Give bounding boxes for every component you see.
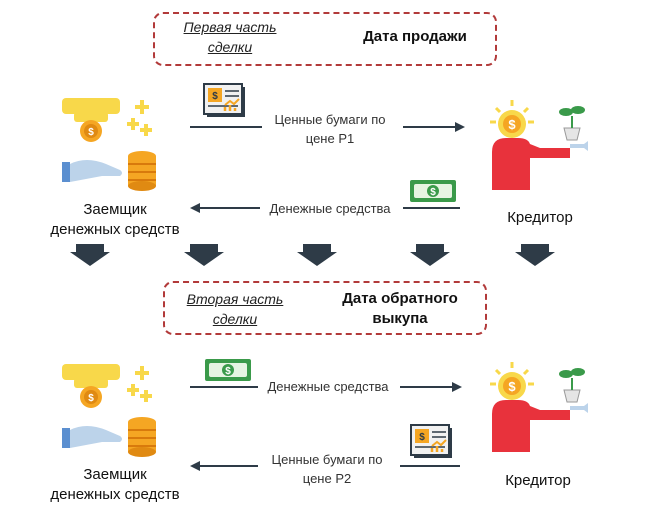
svg-text:$: $ <box>88 393 94 404</box>
securities-document-icon: $ <box>203 83 245 117</box>
arrow-left-cash-top <box>190 203 260 213</box>
svg-text:$: $ <box>225 366 231 377</box>
hand-coins-stack-icon <box>62 151 156 191</box>
phase1-box <box>153 12 497 66</box>
underline-securities-p2 <box>400 465 460 467</box>
phase2-label-line2: сделки <box>212 311 258 327</box>
lender-person-icon-bottom: $ <box>490 362 588 452</box>
arrow-right-bottom <box>400 382 462 392</box>
flow-securities-p2-line2: цене Р2 <box>302 471 352 486</box>
flow-securities-p1-line1: Ценные бумаги по <box>274 112 386 127</box>
phase1-label-line1: Первая часть <box>183 19 277 35</box>
flow-securities-p1-line2: цене Р1 <box>305 131 355 146</box>
phase1-label-line2: сделки <box>207 39 253 55</box>
borrower-label-bottom-line2: денежных средств <box>50 486 180 503</box>
borrower-label-top-line2: денежных средств <box>50 221 180 238</box>
svg-text:$: $ <box>508 117 516 132</box>
hand-coins-stack-icon-bottom <box>62 417 156 457</box>
arrow-right-top <box>403 122 465 132</box>
arrow-left-securities-bottom <box>190 461 258 471</box>
securities-document-icon-bottom: $ <box>410 424 452 458</box>
lender-label-top: Кредитор <box>507 209 573 226</box>
underline-cash-top <box>403 207 460 209</box>
svg-text:$: $ <box>212 91 218 102</box>
phase2-date-line1: Дата обратного <box>342 290 458 307</box>
svg-text:$: $ <box>508 379 516 394</box>
underline-cash-bottom <box>190 386 258 388</box>
phase1-date: Дата продажи <box>363 28 467 45</box>
hand-coin-icon: $ <box>62 98 152 142</box>
cash-bill-icon: $ <box>410 180 456 202</box>
lender-label-bottom: Кредитор <box>505 472 571 489</box>
svg-text:$: $ <box>419 432 425 443</box>
borrower-label-top-line1: Заемщик <box>83 201 147 218</box>
down-arrows <box>70 244 555 266</box>
flow-securities-p2-line1: Ценные бумаги по <box>271 452 383 467</box>
borrower-label-bottom-line1: Заемщик <box>83 466 147 483</box>
hand-coin-icon-bottom: $ <box>62 364 152 408</box>
phase2-box <box>163 281 487 335</box>
phase2-label-line1: Вторая часть <box>186 291 284 307</box>
cash-bill-icon-bottom: $ <box>205 359 251 381</box>
phase2-date-line2: выкупа <box>372 310 428 327</box>
flow-cash-bottom: Денежные средства <box>267 379 389 394</box>
flow-cash-top: Денежные средства <box>269 201 391 216</box>
coin-symbol: $ <box>88 127 94 138</box>
cash-symbol: $ <box>430 187 436 198</box>
underline-securities-p1 <box>190 126 262 128</box>
lender-person-icon: $ <box>490 100 588 190</box>
